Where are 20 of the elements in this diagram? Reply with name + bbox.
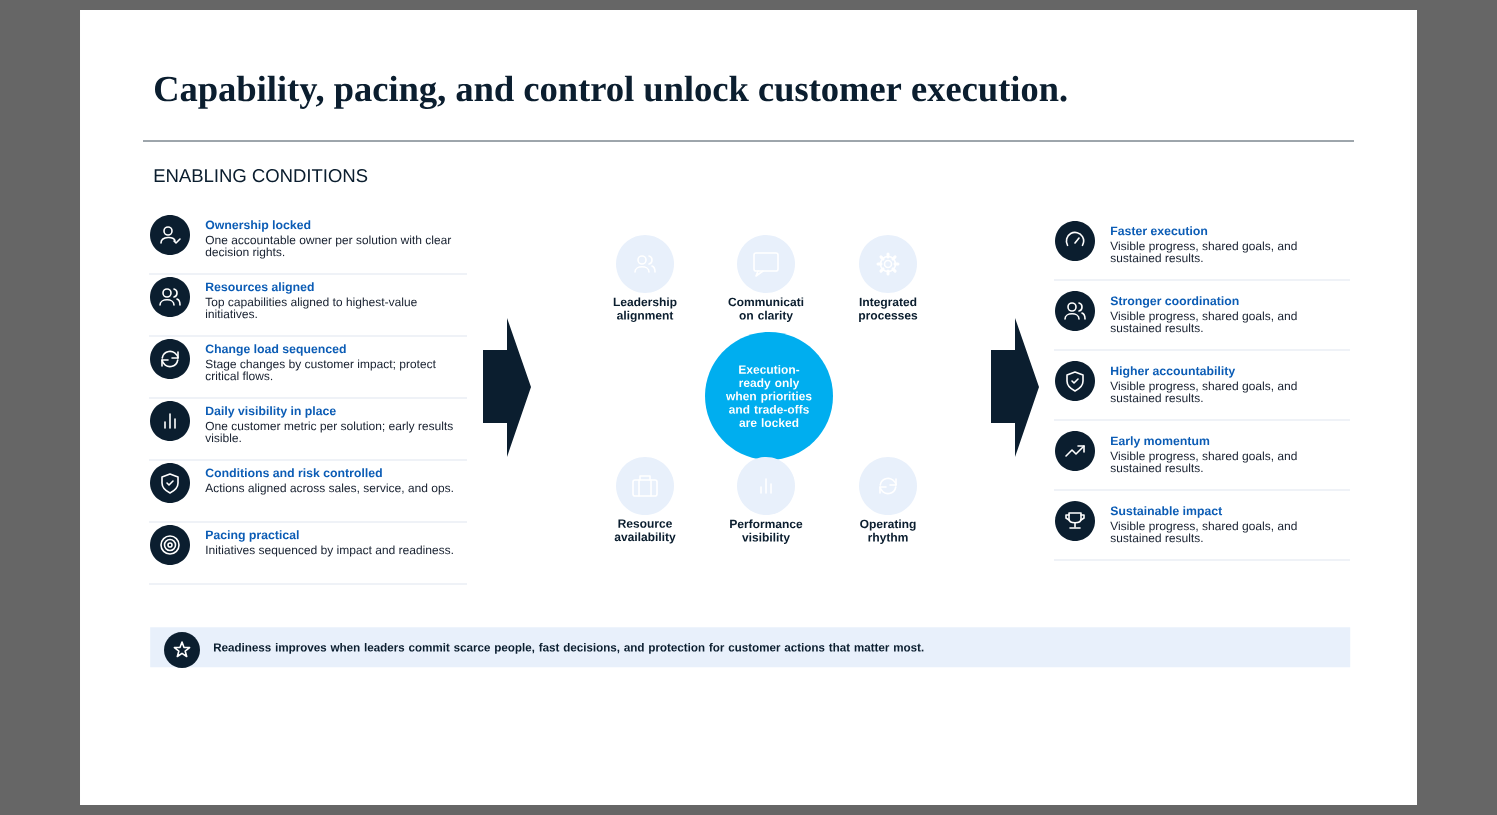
list-item: Change load sequenced Stage changes by customer impact; protect critical flows. bbox=[205, 344, 436, 381]
list-item: Sustainable impact Visible progress, shared goals, and sustained results. bbox=[1110, 506, 1297, 543]
list-item: Conditions and risk controlled Actions aligned across sales, service, and ops. bbox=[205, 468, 453, 495]
list-item: Ownership locked One accountable owner per solution with clear decision rights. bbox=[205, 220, 452, 259]
list-item: Daily visibility in place One customer metric per solution; early results visible. bbox=[205, 406, 453, 443]
node-label: Communicati on clarity bbox=[728, 297, 804, 322]
list-item: Higher accountability Visible progress, shared goals, and sustained results. bbox=[1110, 366, 1297, 403]
node-label: Leadership alignment bbox=[613, 297, 677, 323]
node-label: Resource availability bbox=[614, 519, 676, 544]
list-item: Pacing practical Initiatives sequenced by impact and readiness. bbox=[206, 530, 453, 557]
title: Capability, pacing, and control unlock customer execution. bbox=[155, 75, 1067, 110]
node-label: Integrated processes bbox=[859, 297, 918, 322]
list-item: Stronger coordination Visible progress, shared goals, and sustained results. bbox=[1110, 296, 1297, 333]
section-heading: ENABLING CONDITIONS bbox=[154, 169, 368, 183]
node-label: Operating rhythm bbox=[860, 519, 916, 544]
list-item: Resources aligned Top capabilities aligned to highest-value initiatives. bbox=[205, 282, 417, 319]
node-label: Performance visibility bbox=[730, 519, 803, 544]
list-item: Early momentum Visible progress, shared goals, and sustained results. bbox=[1110, 436, 1297, 473]
list-item: Faster execution Visible progress, shared goals, and sustained results. bbox=[1110, 226, 1297, 263]
note-bar: Readiness improves when leaders commit scarce people, fast decisions, and protection for customer actions that matter most. bbox=[150, 627, 1351, 668]
